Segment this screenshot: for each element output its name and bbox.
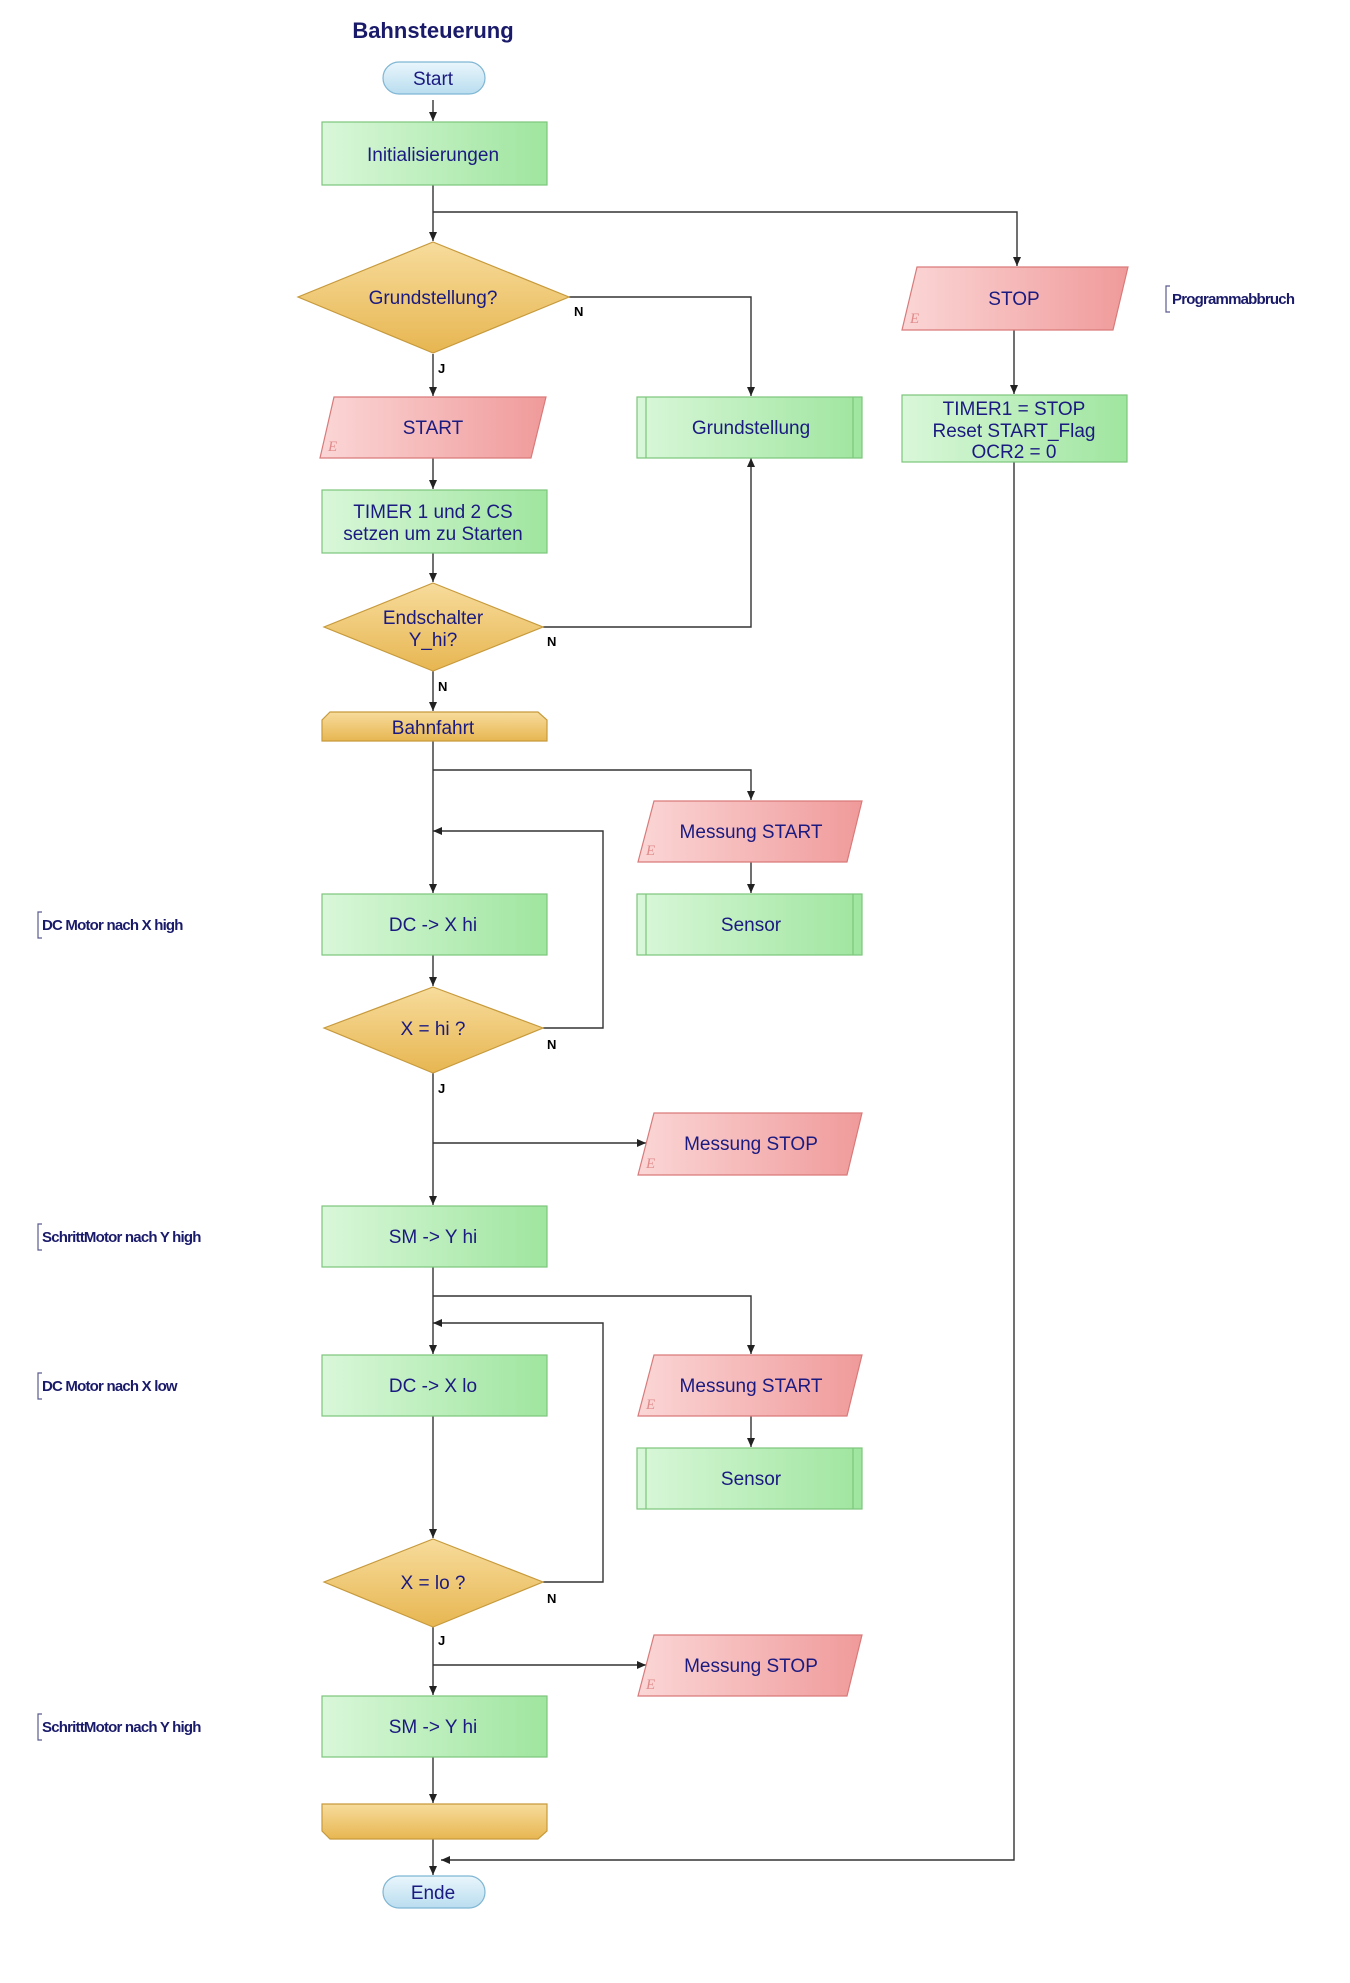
comment-dc-x-low-text: DC Motor nach X low <box>42 1378 178 1395</box>
process-dc-x-hi[interactable]: DC -> X hi <box>321 893 548 956</box>
branch-no-label: N <box>547 634 556 649</box>
loop-start-bahnfahrt[interactable]: Bahnfahrt <box>321 711 548 742</box>
event-messung-start-1[interactable]: E Messung START <box>637 800 863 863</box>
process-timer-start[interactable]: TIMER 1 und 2 CS setzen um zu Starten <box>321 489 548 554</box>
start-terminal[interactable]: Start <box>382 61 486 95</box>
branch-no-label: N <box>547 1591 556 1606</box>
process-sm-y-hi-2[interactable]: SM -> Y hi <box>321 1695 548 1758</box>
branch-no-label: N <box>438 679 447 694</box>
branch-yes-label: J <box>438 361 445 376</box>
process-init[interactable]: Initialisierungen <box>321 121 548 186</box>
process-dc-x-hi-label: DC -> X hi <box>389 915 477 936</box>
event-stop-label: STOP <box>988 289 1039 310</box>
process-timer-stop-line1: TIMER1 = STOP <box>943 399 1086 420</box>
event-marker: E <box>645 1156 655 1172</box>
loop-end[interactable] <box>321 1803 548 1840</box>
subroutine-sensor-1[interactable]: Sensor <box>636 893 863 956</box>
branch-yes-label: J <box>438 1081 445 1096</box>
event-start[interactable]: E START <box>319 396 547 459</box>
connector-lines <box>429 100 1021 1875</box>
event-messung-start-1-label: Messung START <box>680 822 823 843</box>
decision-endschalter-line1: Endschalter <box>383 608 484 629</box>
subroutine-sensor-1-label: Sensor <box>721 915 782 936</box>
process-sm-y-hi-2-label: SM -> Y hi <box>389 1717 478 1738</box>
comment-dc-x-high: DC Motor nach X high <box>37 911 184 939</box>
branch-no-label: N <box>574 304 583 319</box>
comment-dc-x-low: DC Motor nach X low <box>37 1372 179 1400</box>
event-messung-start-2-label: Messung START <box>680 1376 823 1397</box>
decision-endschalter[interactable]: Endschalter Y_hi? <box>322 582 545 672</box>
subroutine-sensor-2-label: Sensor <box>721 1469 782 1490</box>
decision-x-hi[interactable]: X = hi ? <box>322 986 545 1074</box>
decision-grundstellung[interactable]: Grundstellung? <box>296 241 571 354</box>
process-init-label: Initialisierungen <box>367 145 499 166</box>
event-stop[interactable]: E STOP <box>901 266 1129 331</box>
process-sm-y-hi-1[interactable]: SM -> Y hi <box>321 1205 548 1268</box>
process-timer-stop-line3: OCR2 = 0 <box>971 442 1056 463</box>
process-timer-line2: setzen um zu Starten <box>343 524 523 545</box>
event-messung-stop-2[interactable]: E Messung STOP <box>637 1634 863 1697</box>
event-messung-start-2[interactable]: E Messung START <box>637 1354 863 1417</box>
decision-endschalter-line2: Y_hi? <box>409 630 458 651</box>
event-messung-stop-1-label: Messung STOP <box>684 1134 818 1155</box>
decision-x-lo[interactable]: X = lo ? <box>322 1538 545 1628</box>
process-sm-y-hi-1-label: SM -> Y hi <box>389 1227 478 1248</box>
comment-sm-y-high-1: SchrittMotor nach Y high <box>37 1223 202 1251</box>
event-marker: E <box>645 843 655 859</box>
subroutine-grundstellung-label: Grundstellung <box>692 418 810 439</box>
process-timer-stop-line2: Reset START_Flag <box>933 421 1096 442</box>
comment-sm-y-high-2-text: SchrittMotor nach Y high <box>42 1719 201 1736</box>
comment-sm-y-high-1-text: SchrittMotor nach Y high <box>42 1229 201 1246</box>
event-marker: E <box>645 1397 655 1413</box>
loop-start-bahnfahrt-label: Bahnfahrt <box>392 718 475 739</box>
event-marker: E <box>645 1677 655 1693</box>
branch-yes-label: J <box>438 1633 445 1648</box>
end-label: Ende <box>411 1883 455 1904</box>
process-timer-stop[interactable]: TIMER1 = STOP Reset START_Flag OCR2 = 0 <box>901 394 1128 463</box>
subroutine-sensor-2[interactable]: Sensor <box>636 1447 863 1510</box>
process-dc-x-lo-label: DC -> X lo <box>389 1376 477 1397</box>
start-label: Start <box>413 69 454 90</box>
page-title: Bahnsteuerung <box>352 18 513 43</box>
subroutine-grundstellung[interactable]: Grundstellung <box>636 396 863 459</box>
event-messung-stop-1[interactable]: E Messung STOP <box>637 1112 863 1176</box>
comment-dc-x-high-text: DC Motor nach X high <box>42 917 183 934</box>
decision-grundstellung-label: Grundstellung? <box>369 288 498 309</box>
comment-abort: Programmabbruch <box>1165 285 1296 313</box>
process-dc-x-lo[interactable]: DC -> X lo <box>321 1354 548 1417</box>
event-messung-stop-2-label: Messung STOP <box>684 1656 818 1677</box>
end-terminal[interactable]: Ende <box>382 1875 486 1909</box>
event-start-label: START <box>403 418 464 439</box>
comment-sm-y-high-2: SchrittMotor nach Y high <box>37 1713 202 1741</box>
event-marker: E <box>327 439 337 455</box>
decision-x-lo-label: X = lo ? <box>401 1573 466 1594</box>
event-marker: E <box>909 311 919 327</box>
process-timer-line1: TIMER 1 und 2 CS <box>353 502 512 523</box>
decision-x-hi-label: X = hi ? <box>401 1019 466 1040</box>
comment-abort-text: Programmabbruch <box>1172 291 1295 308</box>
branch-no-label: N <box>547 1037 556 1052</box>
